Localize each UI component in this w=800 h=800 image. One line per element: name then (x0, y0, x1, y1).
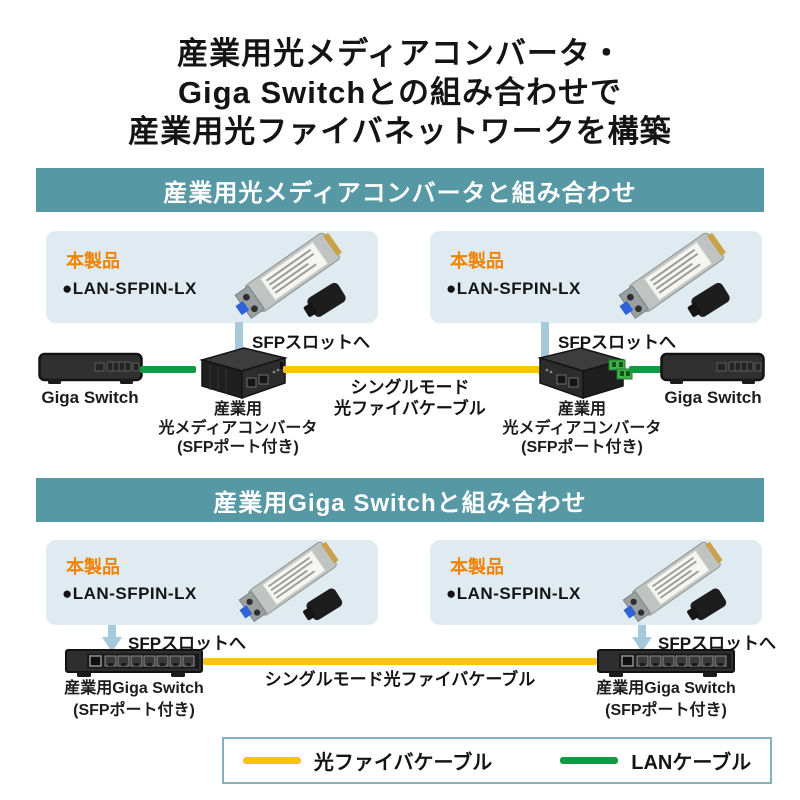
sfp-slot-arrow (235, 322, 243, 369)
fiber-cable-label: シングルモード光ファイバケーブル (264, 670, 536, 689)
industrial-switch-label: 産業用Giga Switch (SFPポート付き) (596, 680, 736, 719)
industrial-switch-illustration (597, 649, 735, 677)
legend-fiber-label: 光ファイバケーブル (313, 752, 493, 774)
model-number: ●LAN-SFPIN-LX (446, 584, 581, 603)
model-number: ●LAN-SFPIN-LX (446, 279, 581, 298)
sfp-slot-arrow-label: SFPスロットへ (658, 634, 777, 653)
sfp-slot-arrow (638, 625, 646, 637)
giga-switch-label: Giga Switch (664, 388, 762, 407)
page-title-line-1: 産業用光メディアコンバータ・ (177, 36, 623, 71)
legend-lan-label: LANケーブル (631, 752, 752, 774)
industrial-switch-label: 産業用Giga Switch (SFPポート付き) (64, 680, 204, 719)
product-label: 本製品 (450, 251, 504, 271)
giga-switch-illustration (660, 352, 765, 384)
sfp-slot-arrowhead (632, 637, 652, 652)
dust-cap (687, 282, 730, 317)
sfp-slot-arrow (108, 625, 116, 637)
dust-cap (303, 282, 346, 317)
media-converter-illustration (537, 347, 633, 399)
sfp-module-photo (622, 542, 727, 623)
product-card: 本製品 ●LAN-SFPIN-LX (46, 231, 378, 323)
sfp-slot-arrow-label: SFPスロットへ (128, 634, 247, 653)
sfp-module-photo (238, 542, 343, 623)
sfp-slot-arrow (541, 322, 549, 369)
legend: 光ファイバケーブル LANケーブル (222, 737, 772, 784)
media-converter-label: 産業用 光メディアコンバータ (SFPポート付き) (158, 401, 318, 456)
sfp-slot-arrow-label: SFPスロットへ (558, 333, 677, 352)
product-card: 本製品 ●LAN-SFPIN-LX (46, 540, 378, 625)
giga-switch-label: Giga Switch (41, 388, 139, 407)
sfp-module-photo (234, 233, 346, 319)
model-number: ●LAN-SFPIN-LX (62, 279, 197, 298)
section2-header-title: 産業用Giga Switchと組み合わせ (213, 489, 587, 517)
sfp-slot-arrow-label: SFPスロットへ (252, 333, 371, 352)
section1-header-bar: 産業用光メディアコンバータと組み合わせ (36, 168, 764, 212)
fiber-cable-label: シングルモード 光ファイバケーブル (334, 378, 486, 418)
fiber-cable (283, 366, 541, 373)
page-title-line-2: Giga Switchとの組み合わせで (177, 75, 623, 110)
dust-cap (303, 588, 343, 621)
media-converter-illustration (199, 347, 288, 399)
giga-switch-illustration (38, 352, 143, 384)
terminal-block (608, 359, 633, 380)
dust-cap (687, 588, 727, 621)
lan-cable (629, 366, 663, 373)
model-number: ●LAN-SFPIN-LX (62, 584, 197, 603)
product-card: 本製品 ●LAN-SFPIN-LX (430, 540, 762, 625)
sfp-module-photo (618, 233, 730, 319)
section1-header-title: 産業用光メディアコンバータと組み合わせ (163, 179, 637, 207)
industrial-switch-illustration (65, 649, 203, 677)
product-label: 本製品 (450, 557, 504, 577)
lan-cable-swatch (560, 757, 619, 764)
page-title-line-3: 産業用光ファイバネットワークを構築 (128, 114, 672, 149)
product-card: 本製品 ●LAN-SFPIN-LX (430, 231, 762, 323)
media-converter-label: 産業用 光メディアコンバータ (SFPポート付き) (502, 401, 662, 456)
section2-header-bar: 産業用Giga Switchと組み合わせ (36, 478, 764, 522)
product-label: 本製品 (66, 251, 120, 271)
fiber-cable-swatch (242, 757, 301, 764)
fiber-cable (203, 658, 597, 665)
product-label: 本製品 (66, 557, 120, 577)
sfp-slot-arrowhead (102, 637, 122, 652)
lan-cable (140, 366, 196, 373)
